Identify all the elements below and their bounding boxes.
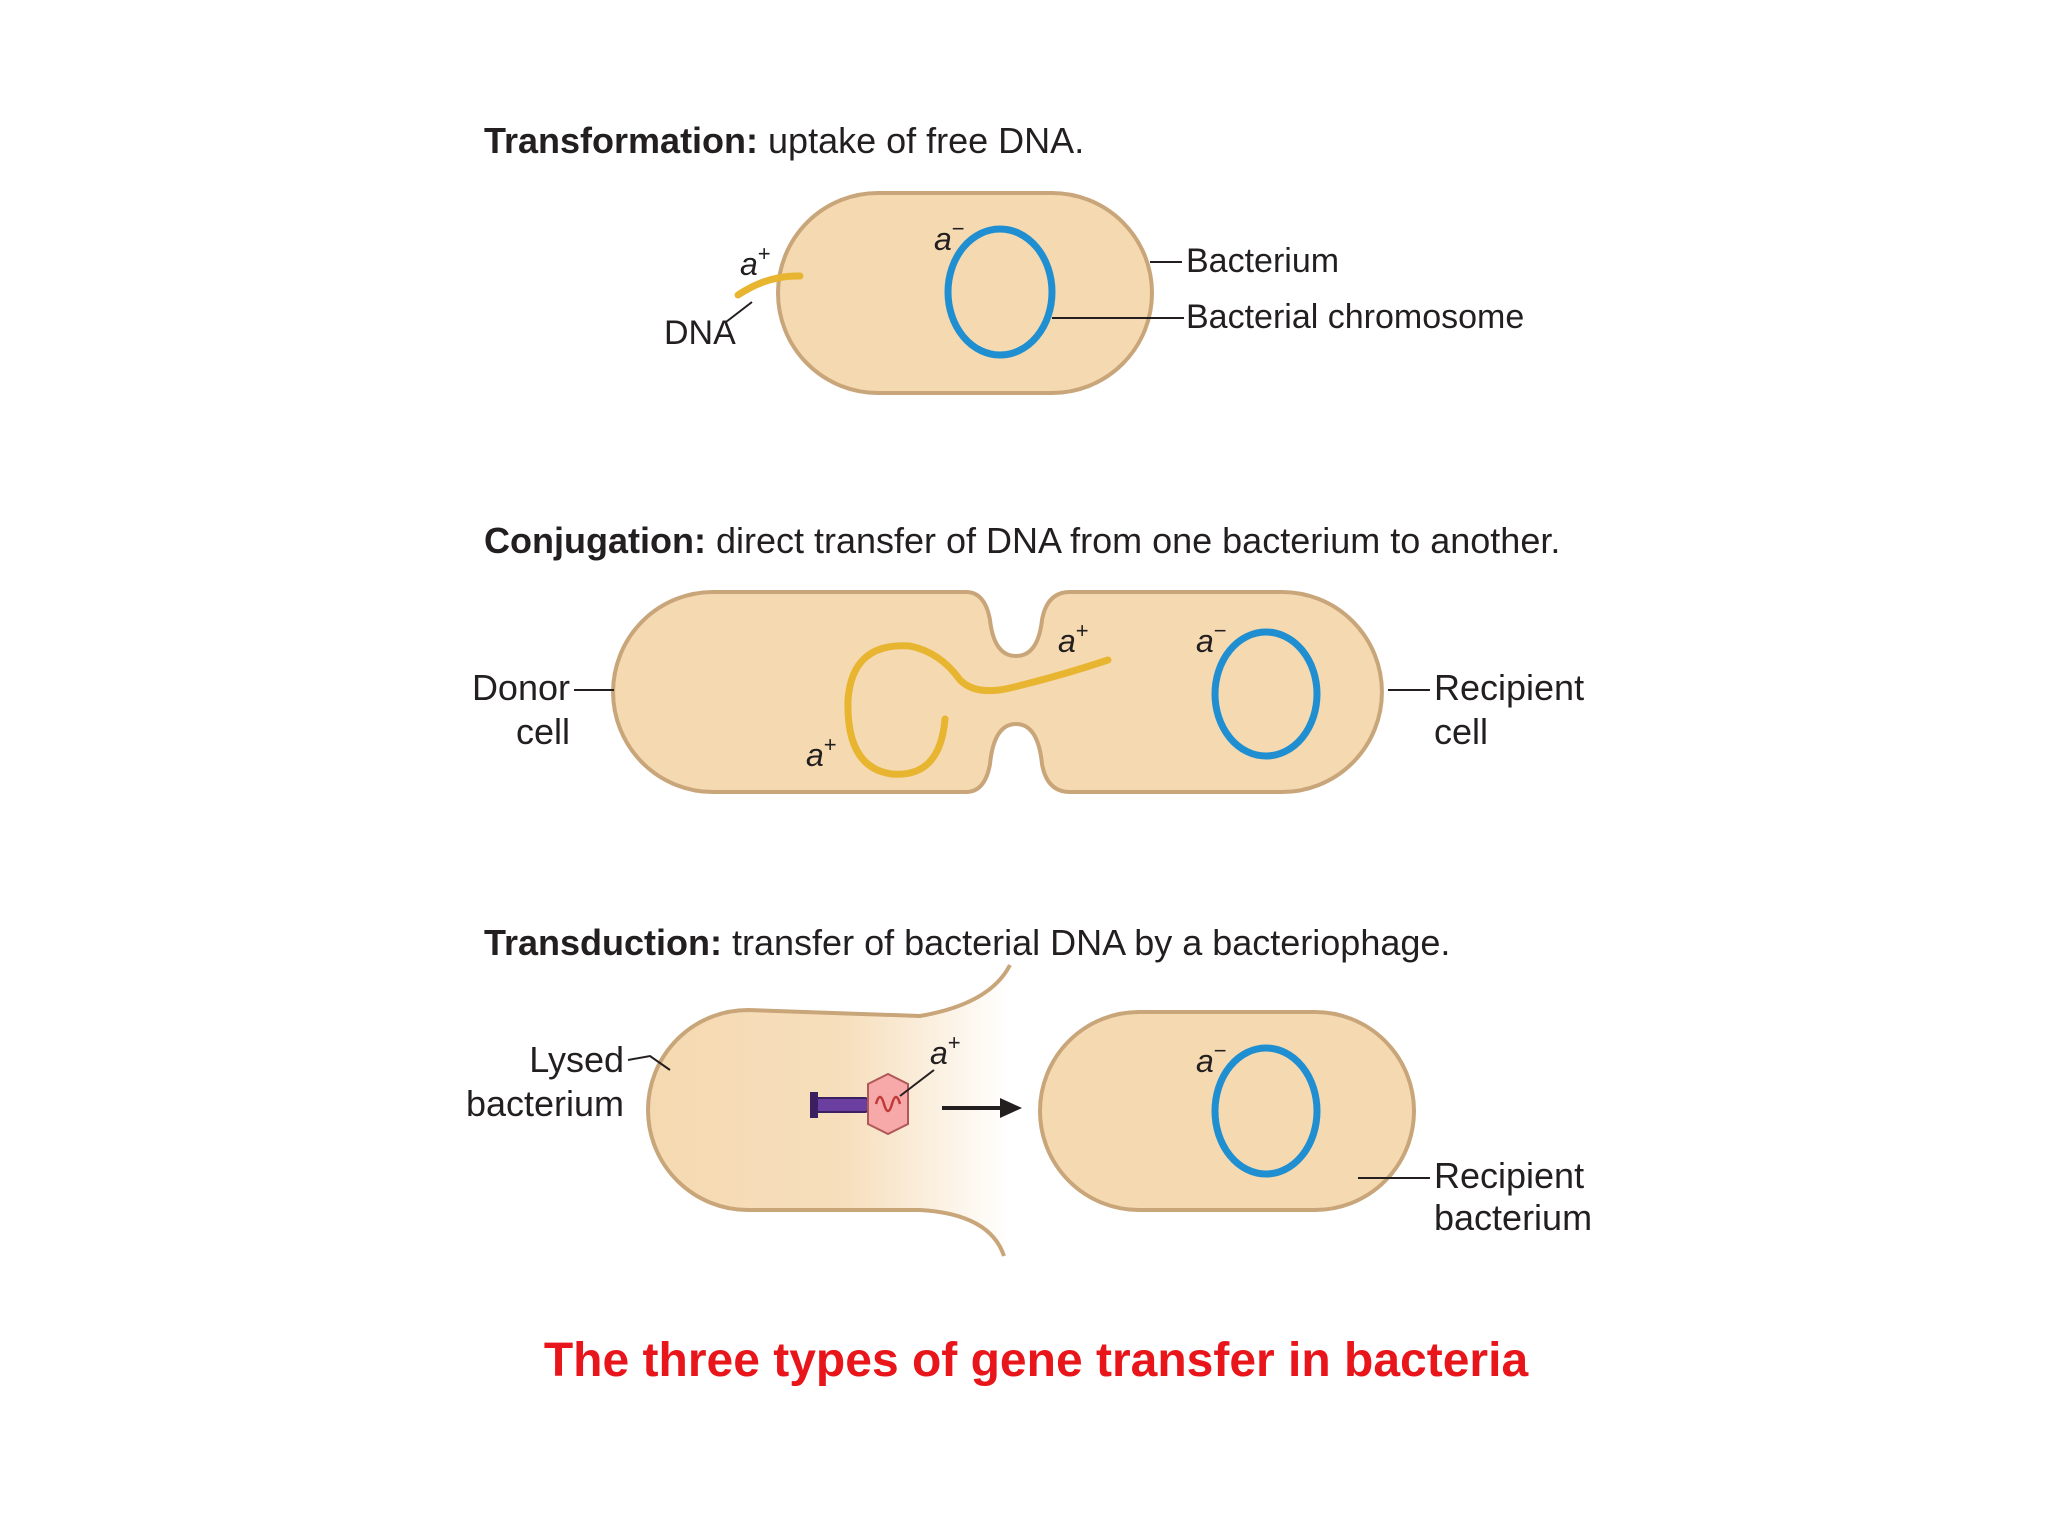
transformation-a-plus-label: a+ [740,241,771,282]
transduction-title: Transduction: transfer of bacterial DNA … [484,922,1450,963]
transduction-recipient-cell [1038,1010,1416,1212]
transduction-recipient-chromosome [1211,1044,1321,1178]
conjugation-recipient-label-line2: cell [1434,711,1488,752]
transformation-bacterium-cell [776,191,1154,395]
transduction-title-rest: transfer of bacterial DNA by a bacteriop… [722,922,1450,963]
conjugation-recipient-chromosome [1211,628,1321,760]
transformation-dna-leader [725,301,753,323]
transformation-chromosome-label: Bacterial chromosome [1186,298,1524,336]
conjugation-plasmid-dna [844,642,1112,778]
transformation-title-bold: Transformation: [484,120,758,161]
transduction-panel: Transduction: transfer of bacterial DNA … [466,922,1592,1260]
transformation-title-rest: uptake of free DNA. [758,120,1084,161]
conjugation-title-bold: Conjugation: [484,520,706,561]
conjugation-title: Conjugation: direct transfer of DNA from… [484,520,1560,561]
transduction-lysed-label-line2: bacterium [466,1083,624,1124]
transformation-a-minus-label: a− [934,216,965,257]
transduction-a-plus-label: a+ [930,1030,961,1071]
transduction-a-minus-label: a− [1196,1038,1227,1079]
transformation-title: Transformation: uptake of free DNA. [484,120,1084,161]
transduction-recipient-label-line1: Recipient [1434,1155,1584,1196]
transduction-lysed-cell-outline [646,964,1012,1257]
conjugation-recipient-label-line1: Recipient [1434,667,1584,708]
transformation-panel: Transformation: uptake of free DNA. a+ a… [484,120,1524,395]
conjugation-title-rest: direct transfer of DNA from one bacteriu… [706,520,1560,561]
transduction-lysed-label-line1: Lysed [529,1039,624,1080]
conjugation-a-plus-bridge-label: a+ [1058,618,1089,659]
transduction-lysed-leader [627,1054,671,1071]
conjugation-donor-label-line2: cell [516,711,570,752]
bacteriophage-icon [810,1072,909,1136]
transduction-title-bold: Transduction: [484,922,722,963]
transformation-dna-label: DNA [664,314,736,352]
figure-caption: The three types of gene transfer in bact… [544,1334,1529,1387]
conjugation-a-minus-label: a− [1196,618,1227,659]
conjugation-donor-label-line1: Donor [472,667,570,708]
transduction-recipient-label-line2: bacterium [1434,1197,1592,1238]
transfer-arrow-icon [942,1098,1022,1118]
transformation-chromosome [944,225,1056,359]
transformation-free-dna [734,272,804,299]
transformation-bacterium-label: Bacterium [1186,242,1339,280]
transduction-a-plus-leader [899,1069,935,1097]
conjugation-a-plus-loop-label: a+ [806,732,837,773]
conjugation-panel: Conjugation: direct transfer of DNA from… [472,520,1584,794]
